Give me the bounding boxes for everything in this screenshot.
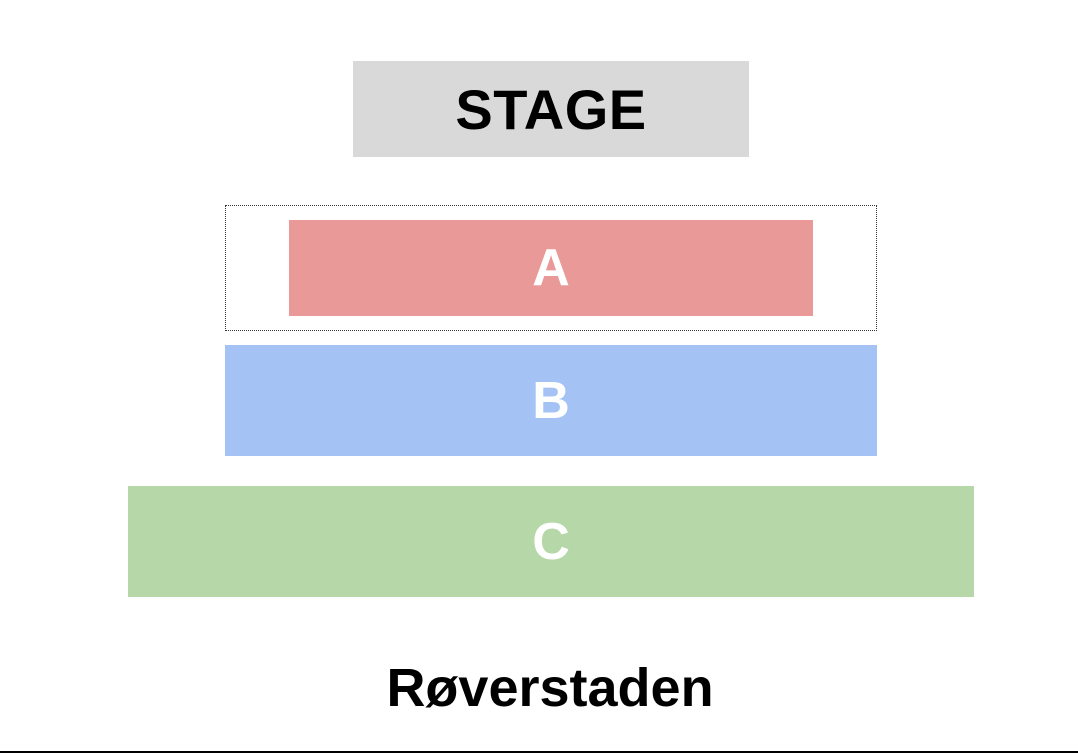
section-c[interactable]: C bbox=[128, 486, 974, 597]
bottom-divider bbox=[0, 751, 1078, 753]
section-a-selection-frame bbox=[225, 205, 877, 331]
section-b-label: B bbox=[532, 371, 570, 430]
stage-block: STAGE bbox=[353, 61, 749, 157]
venue-name: Røverstaden bbox=[386, 658, 714, 718]
section-a[interactable]: A bbox=[289, 220, 813, 316]
section-c-label: C bbox=[532, 512, 570, 571]
section-b[interactable]: B bbox=[225, 345, 877, 456]
stage-label: STAGE bbox=[455, 77, 647, 141]
section-a-label: A bbox=[532, 239, 570, 297]
